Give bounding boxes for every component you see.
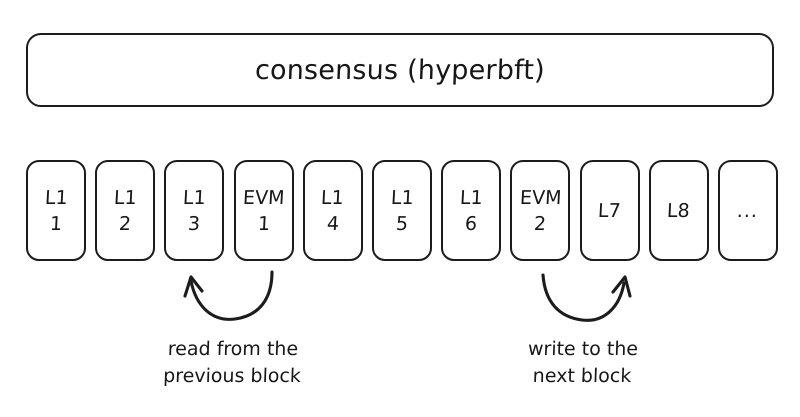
block-label-primary: L1 [320,186,345,209]
block-label-index: 2 [118,212,132,235]
block-l7[interactable]: L7 [579,160,640,261]
block-label-primary: ... [736,199,760,222]
block-label-index: 5 [395,212,409,235]
block-l8[interactable]: L8 [648,160,709,261]
block-label-primary: L7 [597,199,622,222]
block-label-index: 6 [464,212,478,235]
consensus-label: consensus (hyperbft) [254,54,546,86]
block-label-primary: L1 [113,186,138,209]
block-label-primary: L1 [459,186,484,209]
block-label-primary: L1 [390,186,414,209]
block-evm-1[interactable]: EVM 1 [233,160,294,261]
caption-line-1: read from the [167,338,299,360]
block-label-primary: EVM [519,186,562,209]
caption-line-2: previous block [162,365,302,387]
read-from-previous-block-arrow [183,270,274,321]
block-label-index: 2 [533,212,547,235]
block-label-index: 1 [49,212,63,235]
write-to-next-block-caption: write to the next block [459,336,706,390]
block-label-primary: EVM [242,186,285,209]
consensus-box: consensus (hyperbft) [26,33,774,107]
read-from-previous-block-caption: read from the previous block [109,336,356,390]
block-evm-2[interactable]: EVM 2 [510,160,571,261]
block-label-index: 3 [187,212,201,235]
write-to-next-block-arrow [541,273,632,322]
block-label-index: 1 [256,212,271,235]
block-label-primary: L1 [44,186,68,209]
block-label-primary: L8 [666,199,691,222]
caption-line-1: write to the [527,338,639,360]
caption-line-2: next block [532,365,632,387]
block-label-index: 4 [326,212,340,235]
block-more[interactable]: ... [717,160,778,261]
block-label-primary: L1 [182,186,207,209]
